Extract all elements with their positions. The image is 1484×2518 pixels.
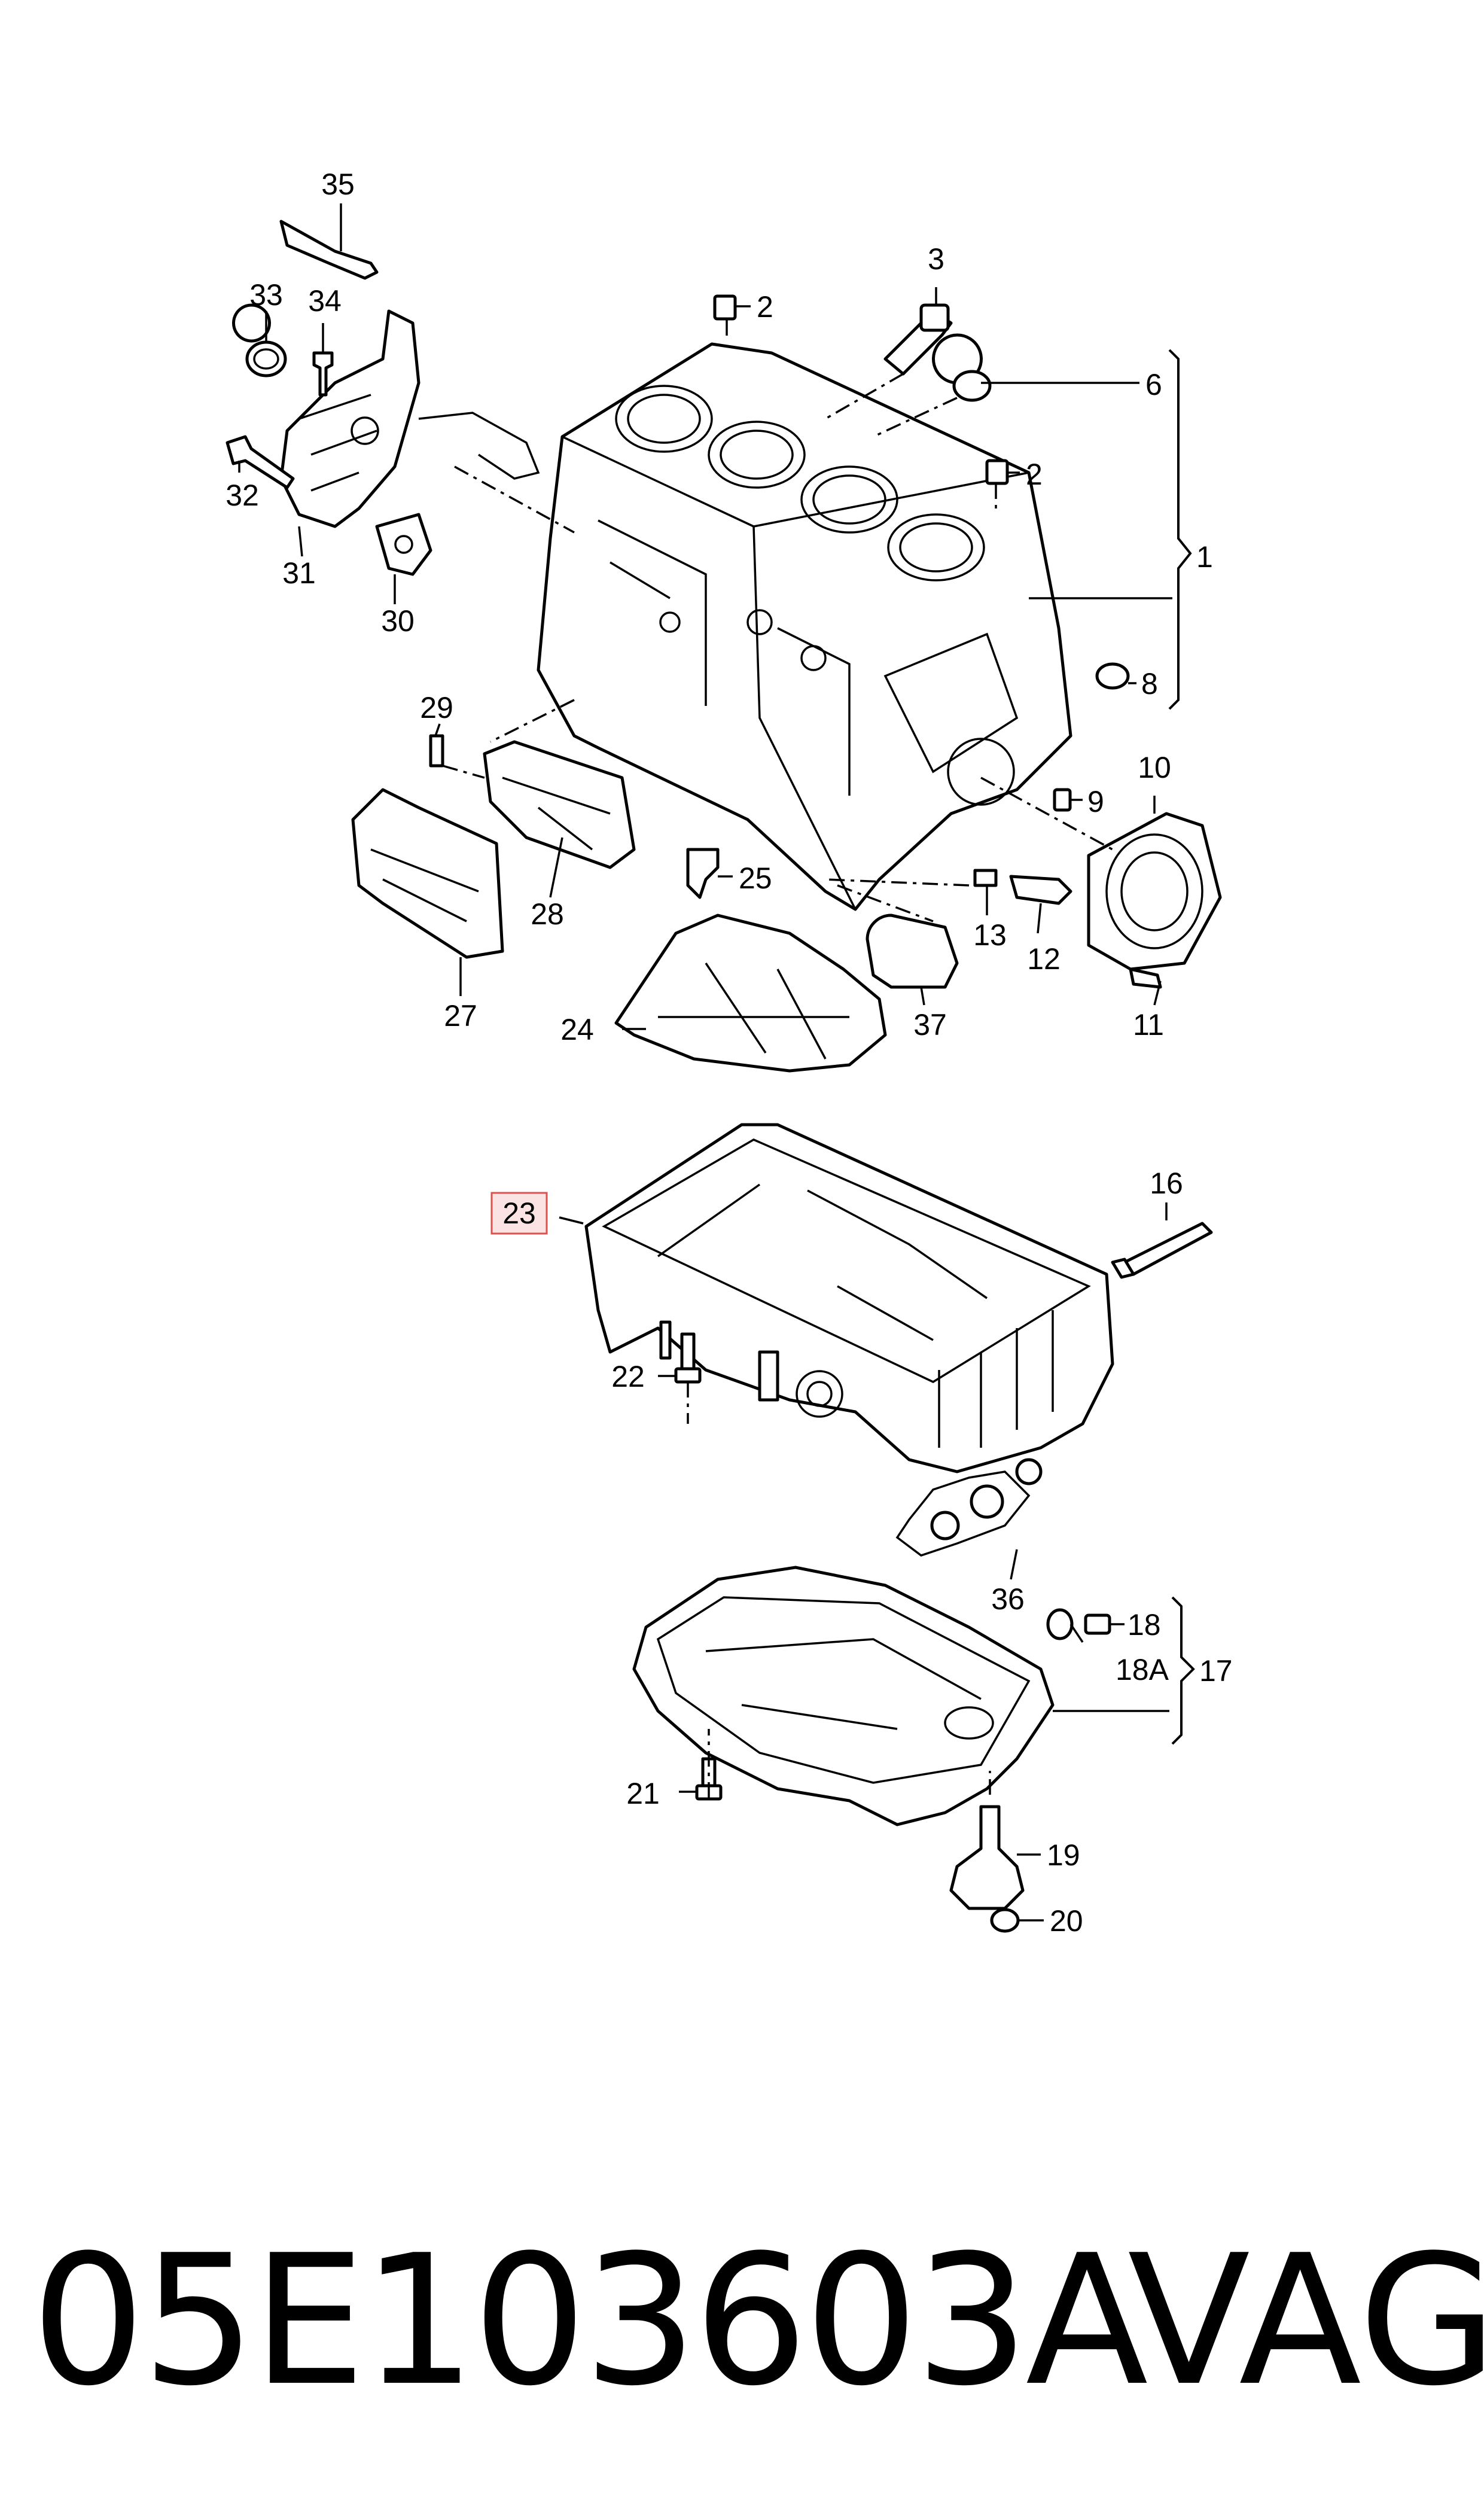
side-covers [351,734,636,959]
sealant-tube-16 [1111,1222,1213,1279]
callout-12: 12 [1027,942,1061,976]
callout-1: 1 [1196,540,1213,574]
callout-11: 11 [1133,1008,1164,1042]
callout-18: 18 [1128,1608,1161,1642]
part-number: 05E103603A [31,2216,1148,2425]
callout-6: 6 [1145,368,1162,401]
assembly-lines [442,320,1113,1798]
engine-block [537,342,1072,911]
callout-22: 22 [611,1360,645,1393]
callout-32: 32 [226,479,259,512]
callout-21: 21 [626,1777,660,1810]
callout-labels: 35 33 34 32 31 30 2 3 6 2 1 8 9 10 29 25… [226,168,1232,1938]
lower-oil-pan [632,1566,1111,1826]
callout-13: 13 [973,918,1007,952]
callout-37: 37 [913,1008,947,1042]
callout-19: 19 [1047,1838,1080,1872]
callout-10: 10 [1138,751,1171,784]
callout-17: 17 [1199,1654,1233,1688]
callout-3: 3 [928,242,944,276]
callout-27: 27 [444,999,477,1033]
small-fasteners [713,294,1130,812]
rear-seal-flange [973,812,1222,989]
upper-oil-pan [584,1123,1114,1557]
callout-35: 35 [321,168,355,201]
callout-2-top: 2 [757,290,773,324]
callout-18a: 18A [1116,1653,1169,1686]
oil-level-sensor [949,1805,1025,1933]
callout-16: 16 [1150,1167,1183,1200]
bolt-22 [674,1332,702,1384]
callout-34: 34 [308,284,342,318]
callout-36: 36 [991,1582,1025,1616]
leader-lines [238,203,1195,1922]
brand-name: VAG [1128,2216,1484,2425]
callout-9: 9 [1087,785,1104,818]
callout-8: 8 [1141,667,1158,701]
timing-bracket [226,220,540,576]
callout-31: 31 [282,556,316,590]
callout-28: 28 [531,897,564,931]
callout-20: 20 [1050,1904,1083,1938]
callout-2-right: 2 [1026,458,1043,491]
callout-23: 23 [502,1196,536,1230]
callout-25: 25 [739,861,772,895]
callout-23-highlight [490,1192,548,1235]
callout-30: 30 [381,604,415,638]
caption: 05E103603A VAG [0,2202,1484,2453]
oil-baffle-group [614,848,959,1073]
callout-29: 29 [420,691,453,724]
callout-24: 24 [560,1013,594,1046]
callout-33: 33 [249,278,283,312]
